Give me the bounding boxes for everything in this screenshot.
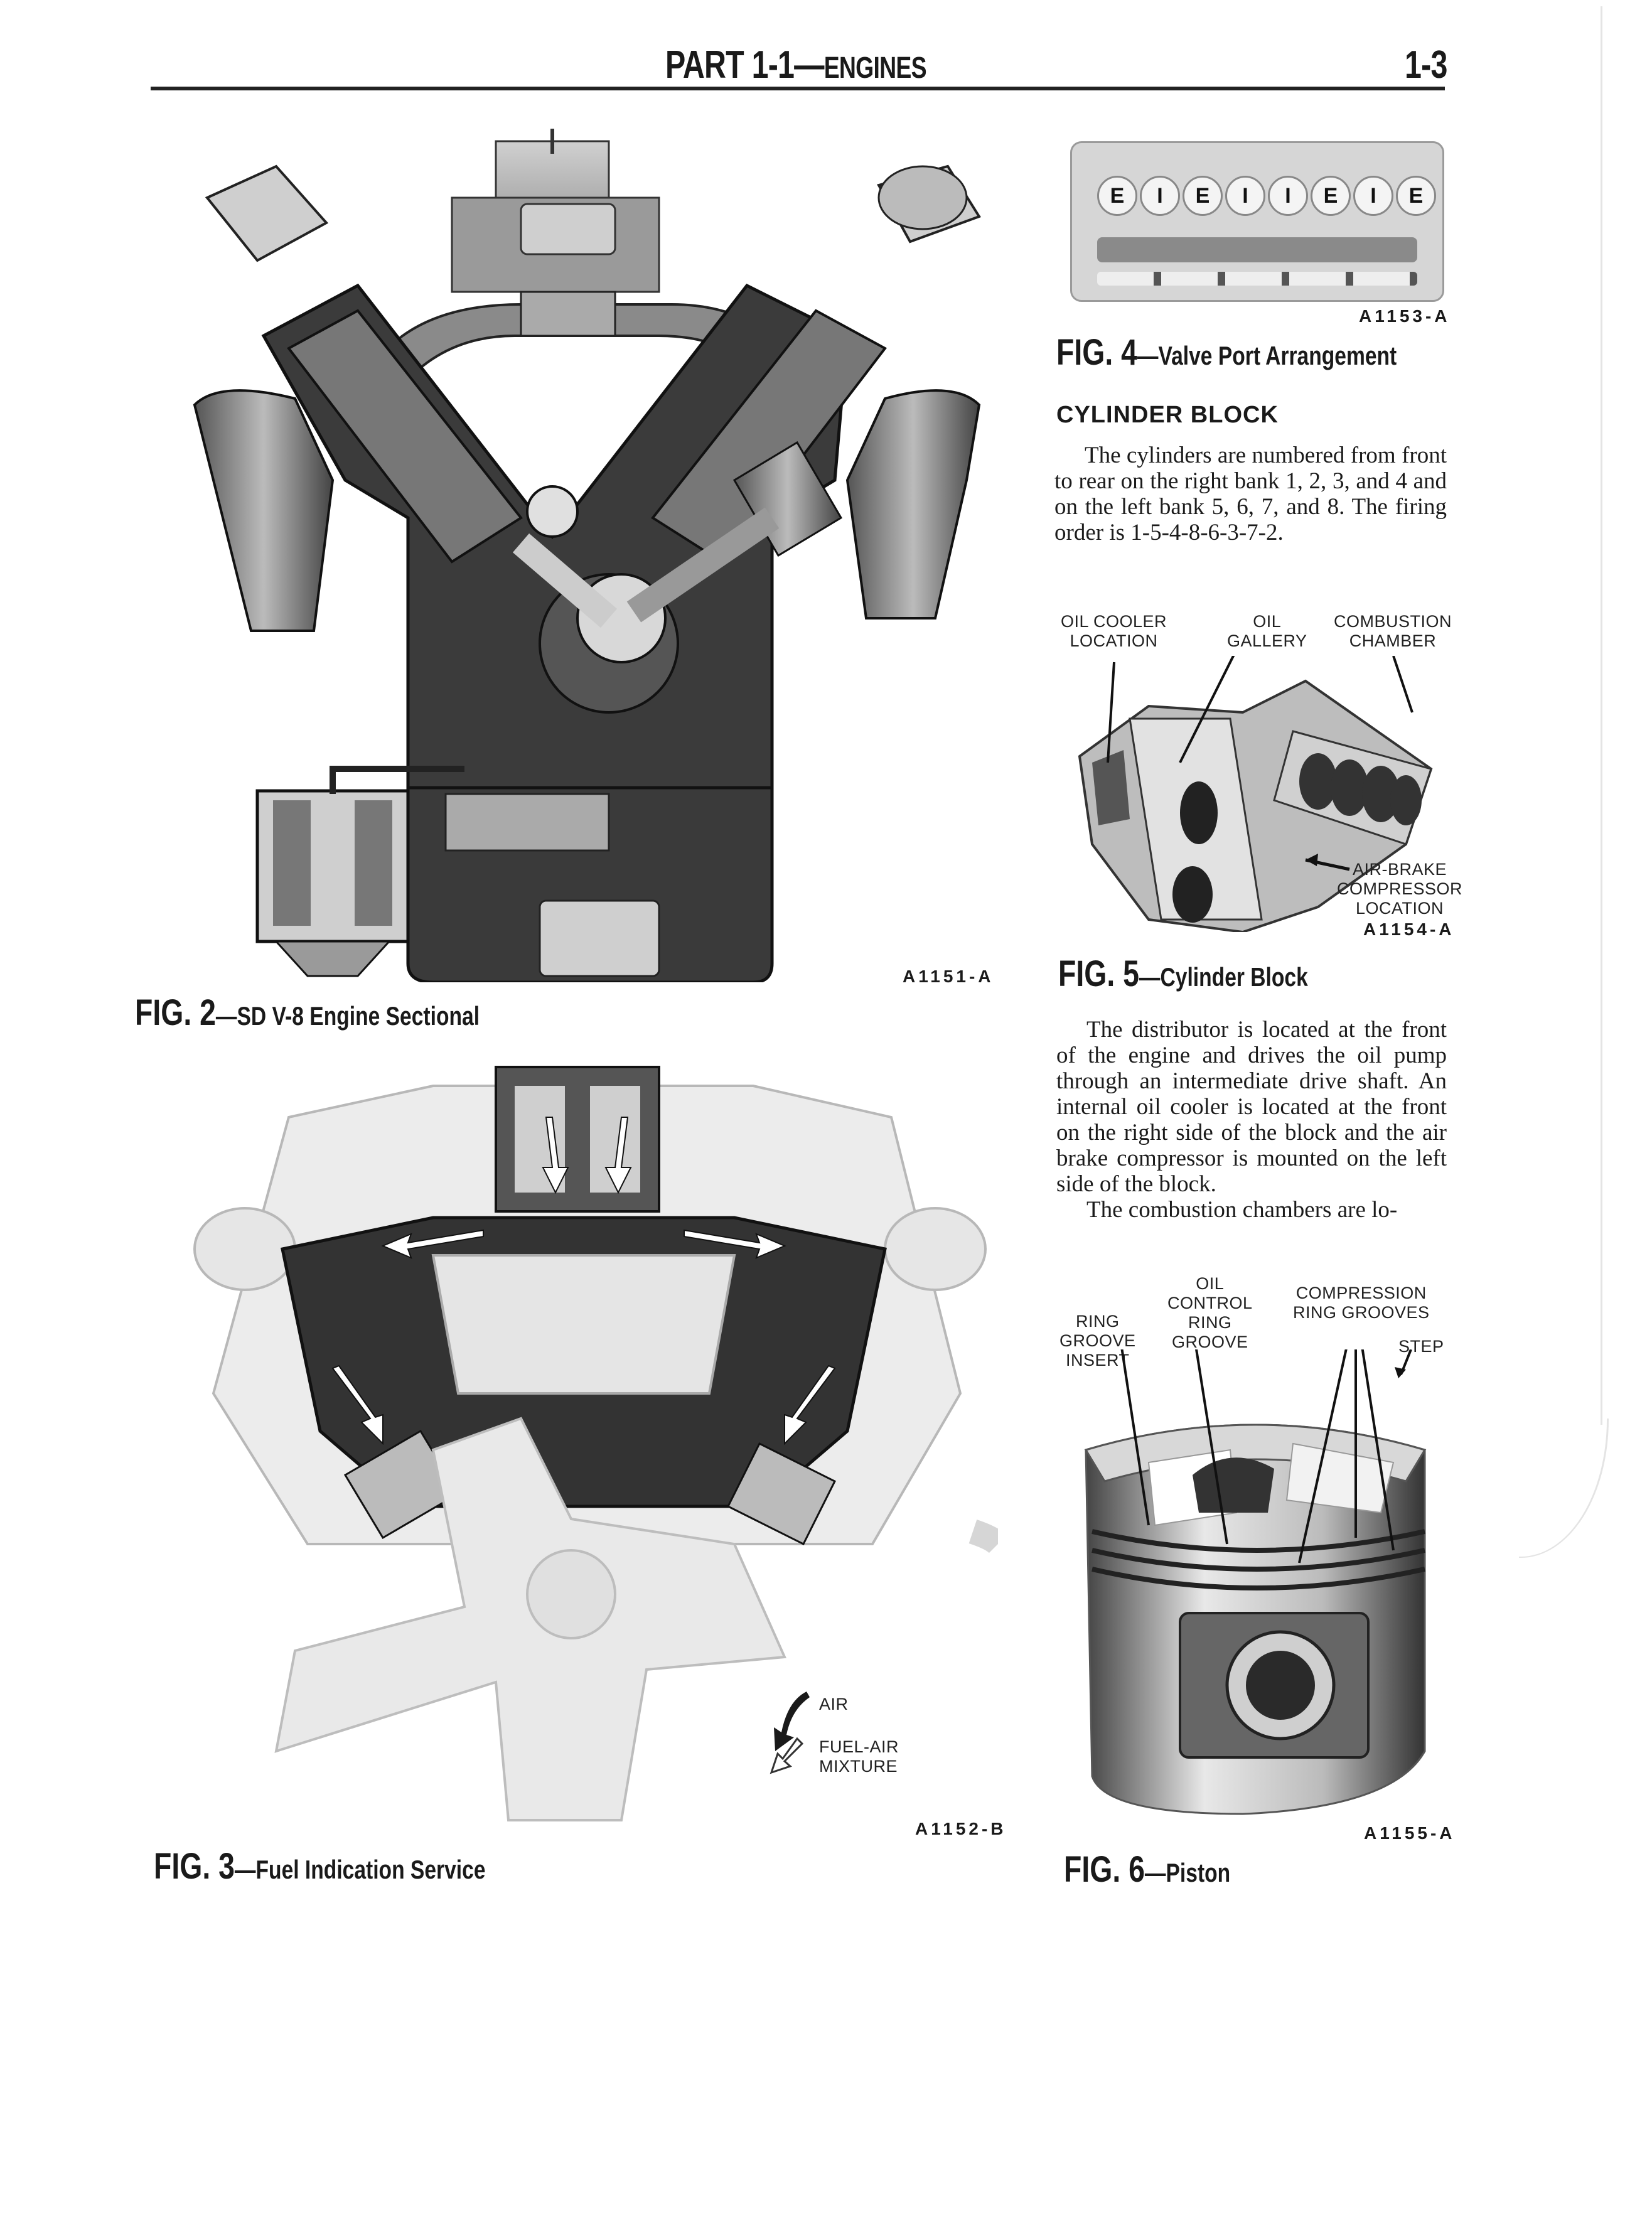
callout-oil-control-ring-groove: OIL CONTROL RING GROOVE — [1167, 1274, 1253, 1352]
running-header: PART 1-1—ENGINES — [665, 43, 927, 87]
fuel-air-mixture-arrow-icon — [769, 1737, 807, 1775]
header-part: PART 1-1 — [665, 43, 795, 87]
header-section: ENGINES — [823, 51, 927, 85]
callout-line: GROOVE — [1171, 1333, 1248, 1351]
fig3-caption: FIG. 3—Fuel Indication Service — [154, 1845, 486, 1887]
callout-oil-gallery: OIL GALLERY — [1227, 612, 1307, 651]
fig3-id: A1152-B — [915, 1819, 1007, 1838]
callout-ring-groove-insert: RING GROOVE INSERT — [1059, 1312, 1136, 1370]
fig6-title: —Piston — [1144, 1858, 1231, 1887]
page-edge-curl — [1519, 1419, 1609, 1558]
page-number: 1-3 — [1405, 43, 1447, 87]
callout-line: CHAMBER — [1349, 631, 1437, 650]
header-dash: — — [794, 43, 824, 87]
callout-line: RING — [1188, 1313, 1232, 1332]
callout-combustion-chamber: COMBUSTION CHAMBER — [1334, 612, 1452, 651]
callout-oil-cooler: OIL COOLER LOCATION — [1061, 612, 1167, 651]
fig3-title: —Fuel Indication Service — [234, 1855, 486, 1884]
callout-line: COMBUSTION — [1334, 612, 1452, 631]
legend-fuel-air-label: FUEL-AIR MIXTURE — [819, 1737, 899, 1776]
fig4-caption: FIG. 4—Valve Port Arrangement — [1056, 331, 1397, 373]
legend-fuel-air-line2: MIXTURE — [819, 1757, 898, 1776]
fig4-cylinder-head-illustration: E I E I I E I E — [1070, 141, 1444, 302]
valve-port: E — [1396, 176, 1436, 216]
valve-port: I — [1140, 176, 1180, 216]
fig5-title: —Cylinder Block — [1139, 962, 1308, 992]
valve-port: I — [1268, 176, 1308, 216]
callout-line: LOCATION — [1356, 899, 1444, 918]
callout-line: OIL — [1253, 612, 1282, 631]
fig6-id: A1155-A — [1364, 1823, 1456, 1843]
callout-compression-ring-grooves: COMPRESSION RING GROOVES — [1293, 1284, 1430, 1322]
valve-port: E — [1183, 176, 1223, 216]
callout-line: CONTROL — [1167, 1294, 1253, 1312]
callout-line: AIR-BRAKE — [1352, 860, 1447, 879]
fig2-engine-sectional-illustration — [169, 129, 1004, 982]
fig6-number: FIG. 6 — [1064, 1849, 1145, 1890]
fig4-number: FIG. 4 — [1056, 332, 1137, 373]
callout-line: LOCATION — [1070, 631, 1158, 650]
callout-step: STEP — [1398, 1337, 1444, 1356]
head-bolt-row — [1097, 237, 1417, 262]
callout-line: GROOVE — [1059, 1331, 1136, 1350]
callout-line: OIL — [1196, 1274, 1225, 1293]
callout-line: RING — [1076, 1312, 1120, 1331]
fig3-number: FIG. 3 — [154, 1846, 235, 1887]
paragraph-3: The combustion chambers are lo- — [1086, 1197, 1398, 1223]
fig2-caption: FIG. 2—SD V-8 Engine Sectional — [135, 992, 480, 1034]
fig4-id: A1153-A — [1359, 306, 1451, 326]
air-arrow-icon — [769, 1688, 813, 1751]
fig3-fuel-flow-illustration — [169, 1042, 998, 1833]
fig6-caption: FIG. 6—Piston — [1064, 1848, 1230, 1891]
paragraph-2: The distributor is located at the front … — [1056, 1017, 1447, 1197]
header-rule — [151, 87, 1445, 90]
callout-line: COMPRESSION — [1295, 1284, 1427, 1302]
valve-port: I — [1225, 176, 1265, 216]
fig5-id: A1154-A — [1363, 920, 1455, 939]
valve-port-row: E I E I I E I E — [1097, 176, 1436, 216]
page-edge — [1601, 6, 1602, 1425]
fig5-caption: FIG. 5—Cylinder Block — [1058, 953, 1308, 995]
fig6-piston-illustration — [1067, 1349, 1444, 1826]
valve-port: E — [1311, 176, 1351, 216]
water-passages — [1097, 272, 1417, 286]
fig2-number: FIG. 2 — [135, 992, 216, 1033]
paragraph-distributor: The distributor is located at the front … — [1056, 1017, 1447, 1223]
fig5-cylinder-block-illustration — [1054, 656, 1444, 932]
valve-port: I — [1353, 176, 1393, 216]
paragraph-1: The cylinders are numbered from front to… — [1054, 442, 1447, 545]
section-heading: CYLINDER BLOCK — [1056, 402, 1279, 428]
callout-air-brake: AIR-BRAKE COMPRESSOR LOCATION — [1337, 860, 1462, 918]
legend-air-label: AIR — [819, 1695, 849, 1714]
callout-line: GALLERY — [1227, 631, 1307, 650]
callout-line: INSERT — [1066, 1351, 1130, 1370]
callout-line: RING GROOVES — [1293, 1303, 1430, 1322]
fig2-title: —SD V-8 Engine Sectional — [215, 1001, 480, 1031]
fig4-title: —Valve Port Arrangement — [1137, 341, 1397, 370]
fig5-number: FIG. 5 — [1058, 953, 1139, 994]
callout-line: OIL COOLER — [1061, 612, 1167, 631]
valve-port: E — [1097, 176, 1137, 216]
legend-fuel-air-line1: FUEL-AIR — [819, 1737, 899, 1756]
callout-line: COMPRESSOR — [1337, 879, 1463, 898]
fig2-id: A1151-A — [903, 967, 994, 986]
paragraph-cylinder-numbering: The cylinders are numbered from front to… — [1054, 442, 1447, 545]
